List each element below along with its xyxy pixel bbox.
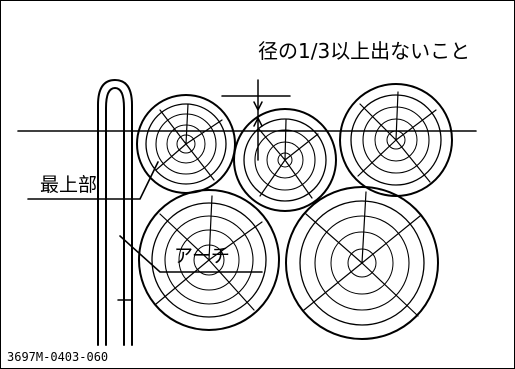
top-label: 最上部 [40, 174, 97, 196]
log-top-right [339, 83, 453, 197]
top-label-leader [27, 161, 159, 200]
log-top-middle [233, 108, 337, 212]
log-bottom-left [138, 189, 280, 331]
stake-post [97, 78, 133, 346]
log-bottom-right [285, 186, 439, 340]
log-top-left [136, 94, 236, 194]
dimension-marker [221, 79, 291, 161]
figure-code: 3697M-0403-060 [7, 350, 108, 364]
arch-label-leader [119, 235, 263, 273]
arch-label: アーチ [174, 245, 230, 267]
annotation-text: 径の1/3以上出ないこと [258, 39, 470, 63]
